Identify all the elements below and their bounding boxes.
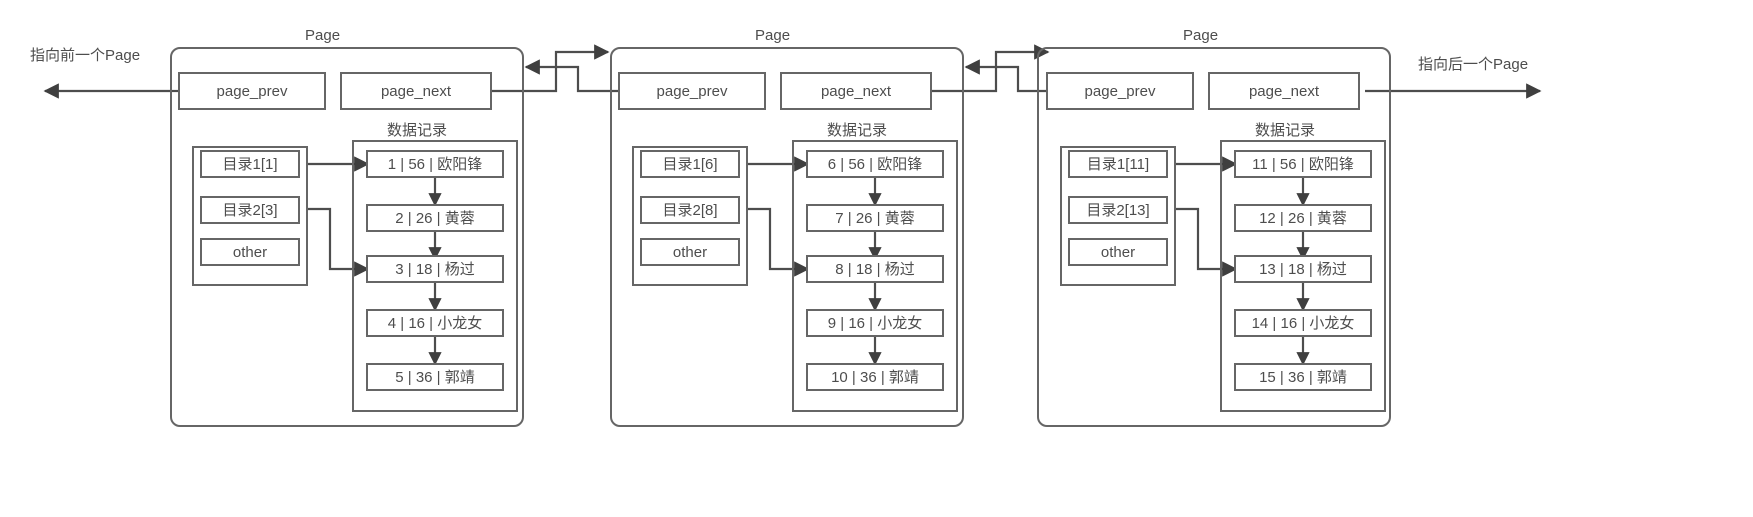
directory-entry-2-1[interactable]: 目录2[8] xyxy=(640,196,740,224)
page-prev-slot-3[interactable]: page_prev xyxy=(1046,72,1194,110)
page-title-1: Page xyxy=(305,27,341,44)
record-row-2-3[interactable]: 9 | 16 | 小龙女 xyxy=(806,309,944,337)
records-caption-2: 数据记录 xyxy=(827,122,888,139)
record-row-3-0[interactable]: 11 | 56 | 欧阳锋 xyxy=(1234,150,1372,178)
directory-entry-1-1[interactable]: 目录2[3] xyxy=(200,196,300,224)
records-group-3 xyxy=(1220,140,1386,412)
page-next-slot-2[interactable]: page_next xyxy=(780,72,932,110)
page-container-3[interactable] xyxy=(1037,47,1391,427)
record-row-2-2[interactable]: 8 | 18 | 杨过 xyxy=(806,255,944,283)
directory-entry-3-0[interactable]: 目录1[11] xyxy=(1068,150,1168,178)
page-prev-slot-1[interactable]: page_prev xyxy=(178,72,326,110)
record-row-1-0[interactable]: 1 | 56 | 欧阳锋 xyxy=(366,150,504,178)
directory-group-1 xyxy=(192,146,308,286)
directory-entry-2-2[interactable]: other xyxy=(640,238,740,266)
record-row-3-4[interactable]: 15 | 36 | 郭靖 xyxy=(1234,363,1372,391)
page-container-1[interactable] xyxy=(170,47,524,427)
page-title-3: Page xyxy=(1183,27,1219,44)
record-row-1-2[interactable]: 3 | 18 | 杨过 xyxy=(366,255,504,283)
page-next-slot-3[interactable]: page_next xyxy=(1208,72,1360,110)
records-group-1 xyxy=(352,140,518,412)
records-group-2 xyxy=(792,140,958,412)
record-row-3-2[interactable]: 13 | 18 | 杨过 xyxy=(1234,255,1372,283)
record-row-1-3[interactable]: 4 | 16 | 小龙女 xyxy=(366,309,504,337)
record-row-1-4[interactable]: 5 | 36 | 郭靖 xyxy=(366,363,504,391)
page-prev-slot-2[interactable]: page_prev xyxy=(618,72,766,110)
page-container-2[interactable] xyxy=(610,47,964,427)
directory-entry-3-1[interactable]: 目录2[13] xyxy=(1068,196,1168,224)
directory-group-2 xyxy=(632,146,748,286)
directory-entry-1-0[interactable]: 目录1[1] xyxy=(200,150,300,178)
record-row-3-3[interactable]: 14 | 16 | 小龙女 xyxy=(1234,309,1372,337)
page-title-2: Page xyxy=(755,27,791,44)
records-caption-1: 数据记录 xyxy=(387,122,448,139)
record-row-2-1[interactable]: 7 | 26 | 黄蓉 xyxy=(806,204,944,232)
left-edge-label: 指向前一个Page xyxy=(30,47,141,64)
directory-group-3 xyxy=(1060,146,1176,286)
directory-entry-1-2[interactable]: other xyxy=(200,238,300,266)
record-row-3-1[interactable]: 12 | 26 | 黄蓉 xyxy=(1234,204,1372,232)
right-edge-label: 指向后一个Page xyxy=(1418,56,1529,73)
directory-entry-3-2[interactable]: other xyxy=(1068,238,1168,266)
directory-entry-2-0[interactable]: 目录1[6] xyxy=(640,150,740,178)
record-row-1-1[interactable]: 2 | 26 | 黄蓉 xyxy=(366,204,504,232)
record-row-2-0[interactable]: 6 | 56 | 欧阳锋 xyxy=(806,150,944,178)
records-caption-3: 数据记录 xyxy=(1255,122,1316,139)
record-row-2-4[interactable]: 10 | 36 | 郭靖 xyxy=(806,363,944,391)
page-next-slot-1[interactable]: page_next xyxy=(340,72,492,110)
